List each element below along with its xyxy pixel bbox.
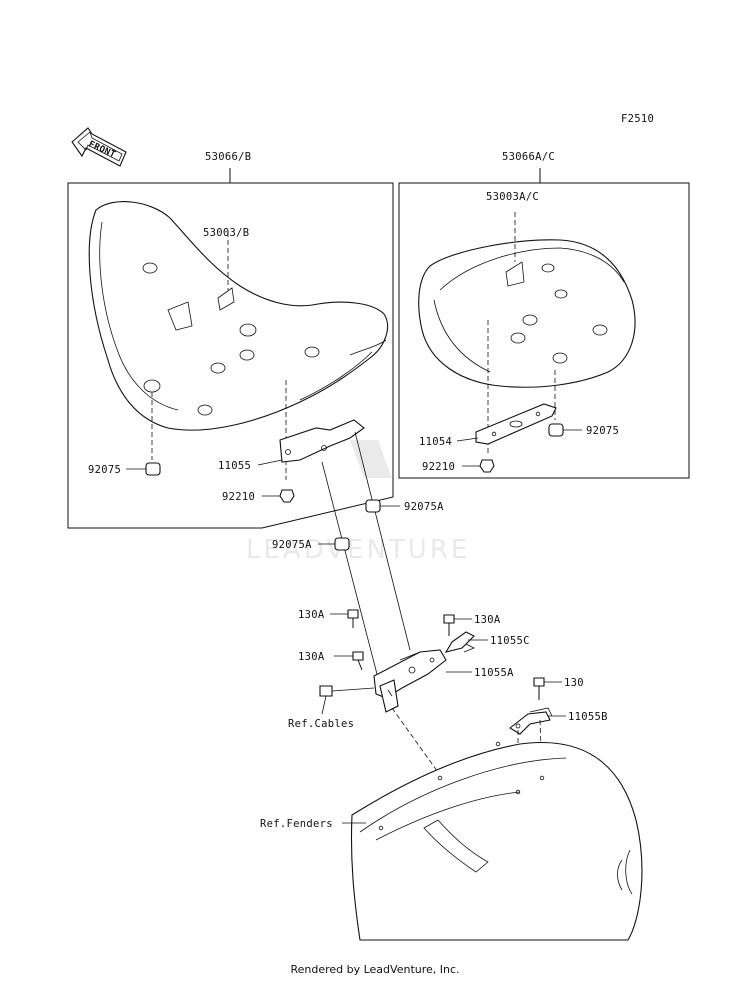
label-damper-a-upper: 92075A xyxy=(404,501,444,513)
rear-nut-icon xyxy=(479,459,495,473)
label-bracket-b: 11055B xyxy=(568,711,608,723)
rear-damper-icon xyxy=(548,423,564,437)
damper-a-lower-icon xyxy=(334,537,350,551)
label-front-bracket: 11055 xyxy=(218,460,251,472)
label-front-seat-assy: 53066/B xyxy=(205,151,251,163)
label-front-nut: 92210 xyxy=(222,491,255,503)
label-rear-bracket: 11054 xyxy=(419,436,452,448)
label-bolt-a-1: 130A xyxy=(298,609,325,621)
label-front-damper: 92075 xyxy=(88,464,121,476)
label-bracket-c: 11055C xyxy=(490,635,530,647)
front-seat-group-box xyxy=(67,168,394,529)
front-seat-bracket-icon xyxy=(279,419,365,463)
label-front-seat-base: 53003/B xyxy=(203,227,249,239)
bolt-a-2-icon xyxy=(443,614,455,636)
label-bolt-a-3: 130A xyxy=(298,651,325,663)
bracket-a-icon xyxy=(373,649,447,713)
front-nut-icon xyxy=(279,489,295,503)
label-bolt-a-2: 130A xyxy=(474,614,501,626)
diagram-code: F2510 xyxy=(621,113,654,125)
label-ref-fenders: Ref.Fenders xyxy=(260,818,333,830)
rear-seat-group-box xyxy=(398,168,690,479)
watermark: LEADVENTURE xyxy=(246,440,470,565)
damper-a-upper-icon xyxy=(365,499,381,513)
label-rear-seat-assy: 53066A/C xyxy=(502,151,555,163)
bolt-icon xyxy=(533,677,545,700)
label-ref-cables: Ref.Cables xyxy=(288,718,354,730)
front-damper-icon xyxy=(145,462,161,476)
label-rear-damper: 92075 xyxy=(586,425,619,437)
footer-credit: Rendered by LeadVenture, Inc. xyxy=(290,963,460,976)
rear-fender-icon xyxy=(350,741,643,941)
bracket-b-icon xyxy=(509,707,553,735)
cable-clamp-icon xyxy=(319,685,375,697)
guide-line-fender-1 xyxy=(391,707,441,776)
guide-line-rear xyxy=(354,431,411,651)
label-rear-nut: 92210 xyxy=(422,461,455,473)
rear-seat-bracket-icon xyxy=(475,403,557,445)
label-bracket-a: 11055A xyxy=(474,667,514,679)
bracket-c-icon xyxy=(444,631,475,653)
front-seat-icon xyxy=(88,201,388,480)
rear-seat-icon xyxy=(418,212,636,455)
label-damper-a-lower: 92075A xyxy=(272,539,312,551)
front-arrow-icon: FRONT xyxy=(71,127,127,167)
bolt-a-1-icon xyxy=(347,609,359,628)
svg-text:LEADVENTURE: LEADVENTURE xyxy=(246,535,470,565)
bolt-a-3-icon xyxy=(352,651,364,671)
label-rear-seat-base: 53003A/C xyxy=(486,191,539,203)
label-bolt: 130 xyxy=(564,677,584,689)
guide-line-front xyxy=(321,461,379,679)
